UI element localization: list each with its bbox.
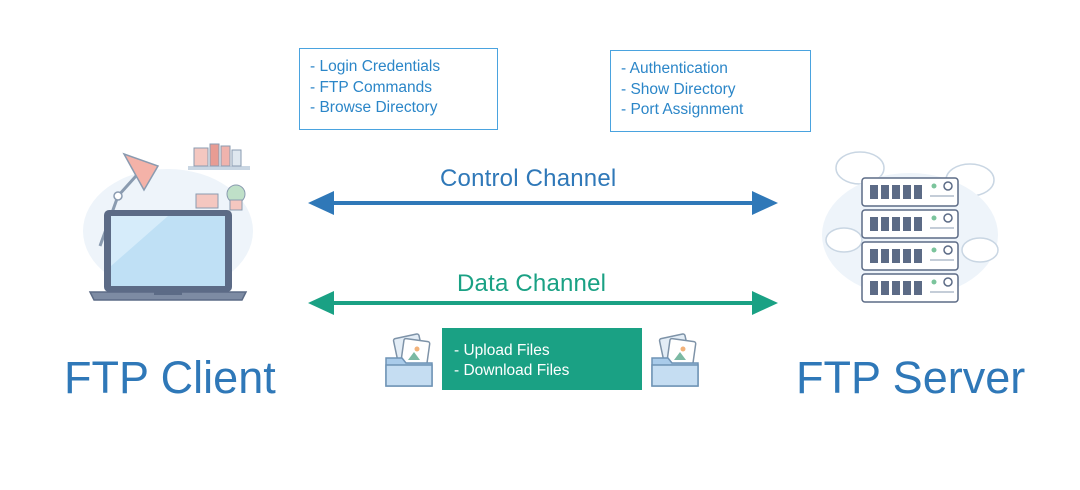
files-line: - Download Files bbox=[454, 362, 570, 379]
data-channel-label: Data Channel bbox=[457, 270, 607, 297]
laptop-desk-icon bbox=[83, 143, 253, 301]
client-info-box: - Login Credentials - FTP Commands - Bro… bbox=[299, 48, 498, 130]
server-info-line: - Port Assignment bbox=[621, 101, 744, 118]
client-info-line: - Browse Directory bbox=[310, 99, 438, 116]
files-box: - Upload Files - Download Files bbox=[442, 328, 642, 390]
client-title: FTP Client bbox=[64, 352, 276, 403]
data-channel-arrow bbox=[308, 291, 778, 315]
folder-image-icon bbox=[651, 333, 699, 387]
server-rack-icon bbox=[822, 151, 999, 303]
control-channel-label: Control Channel bbox=[440, 165, 617, 192]
server-info-line: - Show Directory bbox=[621, 80, 736, 98]
server-info-line: - Authentication bbox=[621, 60, 728, 77]
control-channel-arrow bbox=[308, 191, 778, 215]
client-info-line: - FTP Commands bbox=[310, 78, 433, 96]
server-info-box: - Authentication - Show Directory - Port… bbox=[610, 50, 811, 132]
folder-image-icon bbox=[385, 333, 433, 387]
server-title: FTP Server bbox=[796, 352, 1026, 403]
files-line: - Upload Files bbox=[454, 342, 550, 359]
client-info-line: - Login Credentials bbox=[310, 58, 441, 75]
